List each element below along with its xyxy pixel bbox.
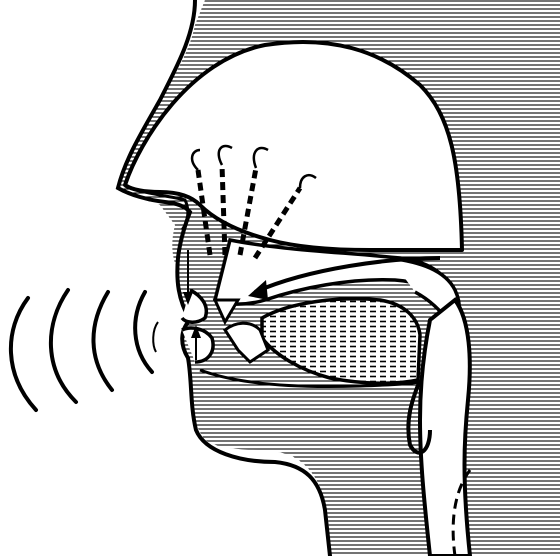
sound-wave-small-arrow — [153, 322, 158, 352]
sound-wave-1 — [11, 298, 36, 410]
sound-wave-2 — [51, 290, 76, 402]
pharynx — [420, 300, 470, 556]
sound-wave-4 — [135, 292, 152, 372]
sound-waves — [11, 290, 158, 410]
sound-wave-3 — [93, 292, 112, 390]
